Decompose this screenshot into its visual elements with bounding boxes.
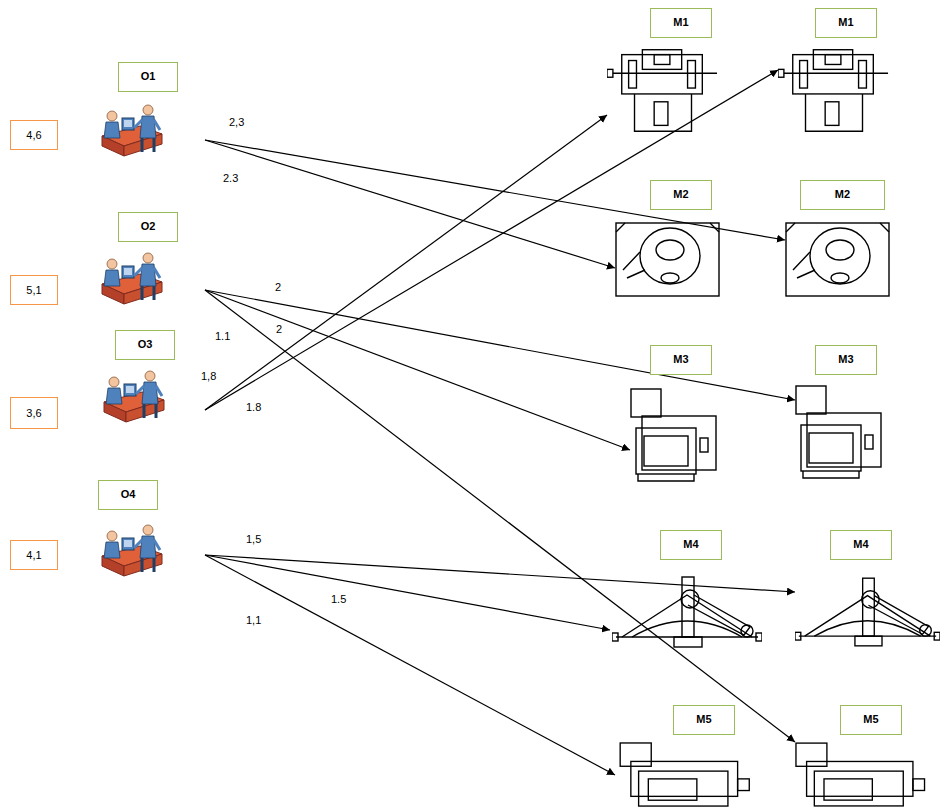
time-label: 2,3 xyxy=(228,116,245,129)
machine-icon xyxy=(795,578,940,646)
value-text: 3,6 xyxy=(26,407,41,419)
time-label: 1,8 xyxy=(200,370,217,383)
value-box: 4,1 xyxy=(10,540,58,570)
machine-node: M2 xyxy=(615,180,720,298)
machine-node: M5 xyxy=(615,705,770,809)
time-label: 1.8 xyxy=(245,401,262,414)
node-label: M1 xyxy=(815,8,877,38)
machine-icon xyxy=(631,389,716,481)
assignment-arrow xyxy=(205,290,630,450)
machine-icon xyxy=(786,223,889,296)
machine-icon xyxy=(796,386,881,478)
machine-node: M3 xyxy=(630,345,720,485)
value-text: 4,6 xyxy=(26,129,41,141)
node-label: M3 xyxy=(650,345,712,375)
assignment-arrow xyxy=(205,555,610,630)
assignment-arrow xyxy=(205,140,785,240)
machine-icon xyxy=(612,577,762,647)
node-label: M5 xyxy=(673,705,735,735)
node-label: O1 xyxy=(118,62,178,92)
time-label: 1.1 xyxy=(214,330,231,343)
time-label: 1,1 xyxy=(245,614,262,627)
machine-node: M2 xyxy=(785,180,895,298)
machine-icon xyxy=(616,223,719,296)
operator-icon xyxy=(102,525,162,576)
time-label: 2.3 xyxy=(222,172,239,185)
machine-node: M5 xyxy=(795,705,940,809)
machine-icon xyxy=(778,50,888,132)
assignment-arrow xyxy=(205,555,795,592)
machine-node: M3 xyxy=(795,345,885,480)
assignment-arrow xyxy=(205,70,778,410)
machine-node: M1 xyxy=(607,8,720,135)
assignment-arrow xyxy=(205,140,615,268)
node-label: M2 xyxy=(650,180,712,210)
time-label: 1.5 xyxy=(330,593,347,606)
time-label: 1,5 xyxy=(245,533,262,546)
node-label: M4 xyxy=(830,530,892,560)
assignment-arrow xyxy=(205,555,615,775)
operator-node: O4 xyxy=(92,480,205,580)
value-text: 4,1 xyxy=(26,549,41,561)
operator-node: O1 xyxy=(92,62,205,158)
node-label: M3 xyxy=(815,345,877,375)
value-box: 4,6 xyxy=(10,120,58,150)
machine-node: M1 xyxy=(778,8,890,135)
node-label: O2 xyxy=(118,212,178,242)
time-label: 2 xyxy=(275,323,283,336)
machine-icon xyxy=(620,743,749,806)
machine-icon xyxy=(796,743,925,806)
operator-icon xyxy=(102,253,162,304)
time-label: 2 xyxy=(274,281,282,294)
node-label: M2 xyxy=(800,180,885,210)
operator-icon xyxy=(104,371,164,422)
value-box: 3,6 xyxy=(10,397,58,429)
node-label: O4 xyxy=(98,480,158,510)
node-label: M1 xyxy=(650,8,712,38)
machine-node: M4 xyxy=(610,530,770,650)
machine-icon xyxy=(607,50,717,132)
value-text: 5,1 xyxy=(26,284,41,296)
assignment-arrow xyxy=(205,115,607,410)
node-label: M5 xyxy=(840,705,902,735)
value-box: 5,1 xyxy=(10,275,58,305)
operator-icon xyxy=(102,105,162,156)
node-label: M4 xyxy=(660,530,722,560)
operator-node: O3 xyxy=(92,330,205,426)
machine-node: M4 xyxy=(795,530,940,650)
node-label: O3 xyxy=(115,330,175,360)
operator-node: O2 xyxy=(92,212,205,308)
